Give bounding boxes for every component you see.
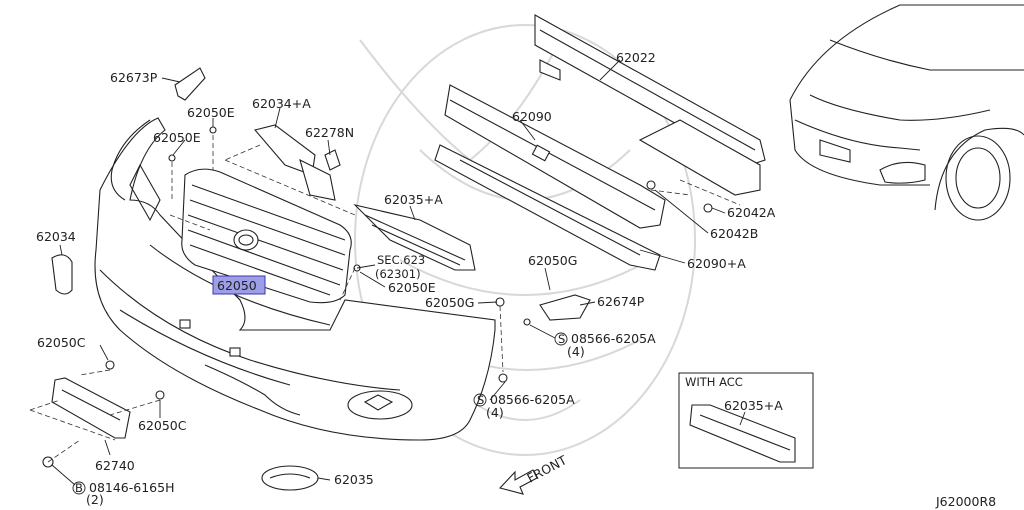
label-62673P: 62673P xyxy=(110,70,158,85)
vehicle-outline xyxy=(789,4,1024,221)
plate-bracket-62740 xyxy=(51,377,131,439)
diagram-code: J62000R8 xyxy=(935,494,996,509)
with-acc-label: WITH ACC xyxy=(685,375,743,389)
cover-62035 xyxy=(261,465,319,491)
label-62042B: 62042B xyxy=(710,226,758,241)
s-circle-icon xyxy=(473,393,487,407)
bumper-fascia xyxy=(94,117,496,441)
bracket-62034A xyxy=(254,124,341,201)
label-62050C-b: 62050C xyxy=(138,418,187,433)
grille-assembly xyxy=(181,168,352,304)
label-62050E-b: 62050E xyxy=(153,130,201,145)
with-acc-box xyxy=(678,372,814,469)
label-sec-ref-sub: (62301) xyxy=(375,267,421,281)
label-62035A: 62035+A xyxy=(384,192,443,207)
b-circle-icon xyxy=(72,481,86,495)
label-62674P: 62674P xyxy=(597,294,645,309)
bracket-62674P xyxy=(539,294,591,321)
s-symbol-a: S xyxy=(558,332,565,346)
highlight-box xyxy=(212,275,266,295)
reinforcement-62022 xyxy=(534,14,766,196)
label-08146-qty: (2) xyxy=(86,492,104,507)
label-62050: 62050 xyxy=(217,278,257,293)
s-symbol-b: S xyxy=(477,393,484,407)
label-62090A: 62090+A xyxy=(687,256,746,271)
label-62050C-a: 62050C xyxy=(37,335,86,350)
label-62035A-acc: 62035+A xyxy=(724,398,783,413)
label-62034: 62034 xyxy=(36,229,76,244)
lamp-62034 xyxy=(51,254,73,295)
label-08146: 08146-6165H xyxy=(89,480,175,495)
label-08566-a: 08566-6205A xyxy=(571,331,656,346)
label-62050E-c: 62050E xyxy=(388,280,436,295)
label-sec-ref: SEC.623 xyxy=(377,253,425,267)
front-arrow xyxy=(498,469,538,495)
label-62278N: 62278N xyxy=(305,125,354,140)
b-symbol: B xyxy=(75,481,83,495)
s-circle-icon xyxy=(554,332,568,346)
label-62050G-b: 62050G xyxy=(425,295,474,310)
label-08566-b-qty: (4) xyxy=(486,405,504,420)
label-08566-b: 08566-6205A xyxy=(490,392,575,407)
bracket-62673P xyxy=(174,67,206,101)
label-08566-a-qty: (4) xyxy=(567,344,585,359)
insert-62035A xyxy=(353,204,476,271)
label-62050G-a: 62050G xyxy=(528,253,577,268)
label-62042A: 62042A xyxy=(727,205,776,220)
label-62035: 62035 xyxy=(334,472,374,487)
label-62022: 62022 xyxy=(616,50,656,65)
leader-lines xyxy=(51,59,726,486)
label-62034A: 62034+A xyxy=(252,96,311,111)
label-62740: 62740 xyxy=(95,458,135,473)
label-62050E-a: 62050E xyxy=(187,105,235,120)
absorber-62090A xyxy=(434,144,661,271)
label-62090: 62090 xyxy=(512,109,552,124)
absorber-62090 xyxy=(444,84,666,229)
dashed-leaders xyxy=(29,135,741,463)
front-label: FRONT xyxy=(524,452,569,485)
